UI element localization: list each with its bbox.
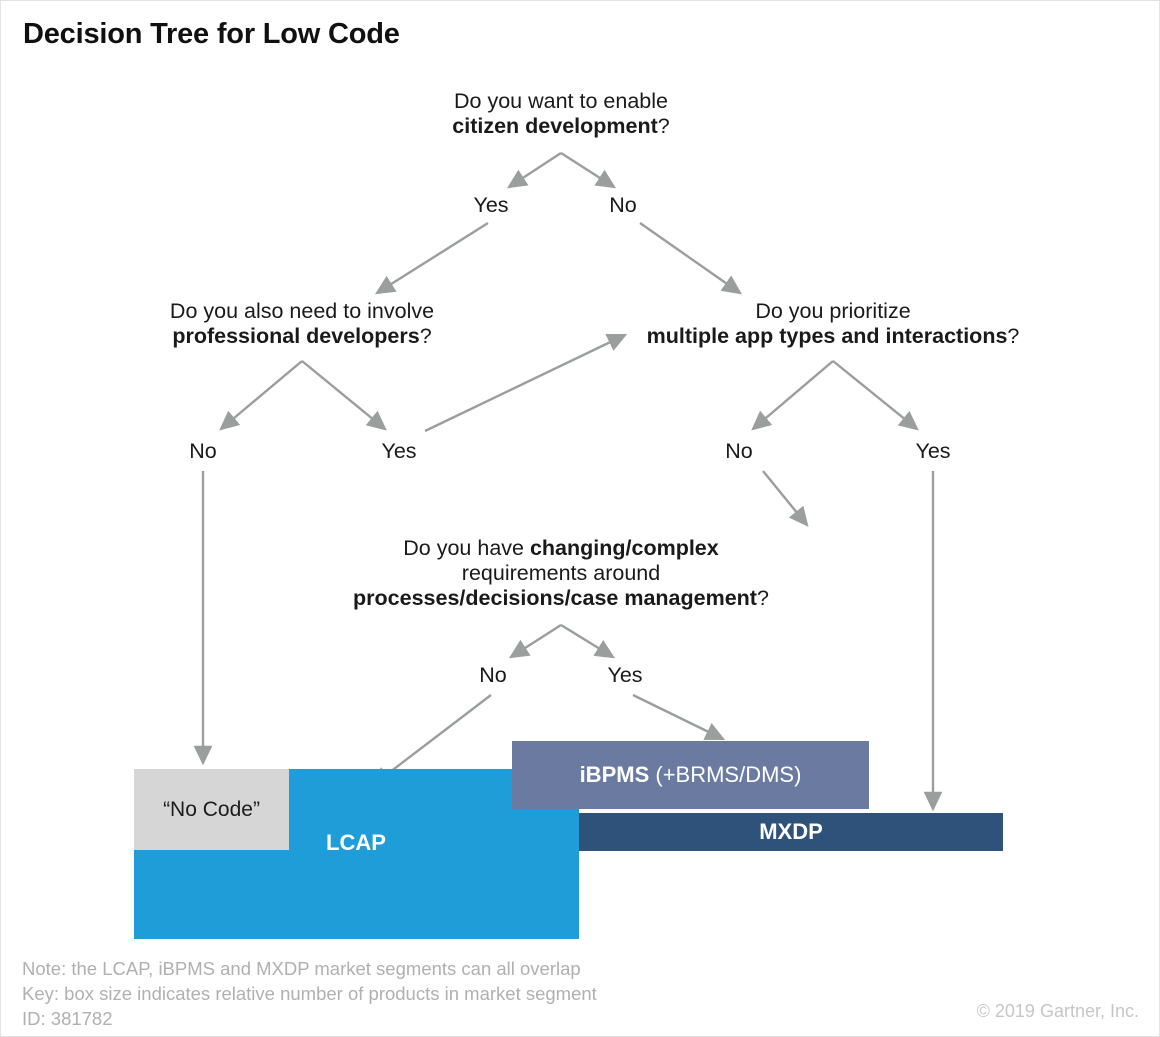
segment-label-ibpms: iBPMS (+BRMS/DMS): [580, 762, 802, 788]
arrow-root-no-to-right: [639, 222, 742, 295]
segment-box-mxdp: MXDP: [579, 813, 1003, 851]
page-title: Decision Tree for Low Code: [23, 18, 400, 50]
arrow-root-yes-to-left: [374, 221, 489, 295]
question-complex-line1: Do you have changing/complex: [353, 536, 769, 561]
branch-label-root-yes: Yes: [473, 193, 509, 217]
question-right-line1: Do you prioritize: [755, 299, 911, 323]
arrow-complex-yes: [560, 623, 616, 659]
copyright-notice: © 2019 Gartner, Inc.: [976, 1001, 1139, 1021]
segment-box-no-code: “No Code”: [134, 769, 289, 850]
footnote-note: Note: the LCAP, iBPMS and MXDP market se…: [22, 958, 581, 979]
question-complex-line1-head: Do you have: [403, 536, 530, 560]
arrow-left-yes-to-right-question: [424, 333, 628, 433]
arrow-right-no: [751, 360, 834, 431]
question-left: Do you also need to involve professional…: [170, 299, 434, 349]
arrow-left-yes: [301, 360, 387, 431]
arrow-root-yes: [506, 151, 562, 189]
question-left-line2-tail: ?: [419, 324, 432, 348]
question-right-line2-bold: multiple app types and interactions: [646, 324, 1008, 348]
footnote-key: Key: box size indicates relative number …: [22, 983, 597, 1004]
question-left-line1: Do you also need to involve: [169, 299, 435, 323]
question-right: Do you prioritize multiple app types and…: [647, 299, 1020, 349]
arrow-right-no-to-complex: [762, 470, 809, 527]
segment-label-lcap: LCAP: [326, 830, 386, 855]
question-complex-line3: processes/decisions/case management?: [353, 586, 769, 611]
branch-label-root-no: No: [609, 193, 637, 217]
arrow-complex-no: [508, 623, 562, 659]
question-left-line2-bold: professional developers: [172, 324, 420, 348]
footnotes: Note: the LCAP, iBPMS and MXDP market se…: [22, 956, 597, 1031]
footnote-id: ID: 381782: [22, 1008, 113, 1029]
arrow-left-no: [219, 360, 303, 431]
question-complex-line1-bold: changing/complex: [529, 536, 719, 560]
arrow-right-yes: [832, 360, 919, 431]
question-root-line2-bold: citizen development: [452, 114, 658, 138]
question-complex-line3-bold: processes/decisions/case management: [353, 586, 757, 610]
arrow-complex-yes-to-ibpms: [632, 693, 726, 741]
segment-box-ibpms: iBPMS (+BRMS/DMS): [512, 741, 869, 809]
question-root-line1: Do you want to enable: [454, 89, 668, 113]
question-right-line2-tail: ?: [1007, 324, 1020, 348]
branch-label-complex-no: No: [479, 663, 507, 687]
question-root: Do you want to enable citizen developmen…: [452, 89, 669, 139]
segment-label-no-code: “No Code”: [163, 797, 260, 821]
question-root-line2-tail: ?: [657, 114, 670, 138]
branch-label-left-yes: Yes: [381, 439, 417, 463]
branch-label-left-no: No: [189, 439, 217, 463]
question-complex: Do you have changing/complex requirement…: [353, 536, 769, 611]
arrow-root-no: [560, 151, 617, 189]
question-complex-line3-tail: ?: [756, 586, 769, 610]
question-left-line2: professional developers?: [170, 324, 434, 349]
segment-box-lcap: LCAP: [134, 769, 579, 939]
question-complex-line2: requirements around: [461, 561, 661, 585]
segment-label-ibpms-bold: iBPMS: [579, 762, 650, 787]
segment-label-mxdp: MXDP: [759, 819, 823, 844]
branch-label-complex-yes: Yes: [607, 663, 643, 687]
question-right-line2: multiple app types and interactions?: [647, 324, 1020, 349]
branch-label-right-no: No: [725, 439, 753, 463]
segment-label-ibpms-tail: (+BRMS/DMS): [649, 762, 802, 787]
question-root-line2: citizen development?: [452, 114, 669, 139]
branch-label-right-yes: Yes: [915, 439, 951, 463]
